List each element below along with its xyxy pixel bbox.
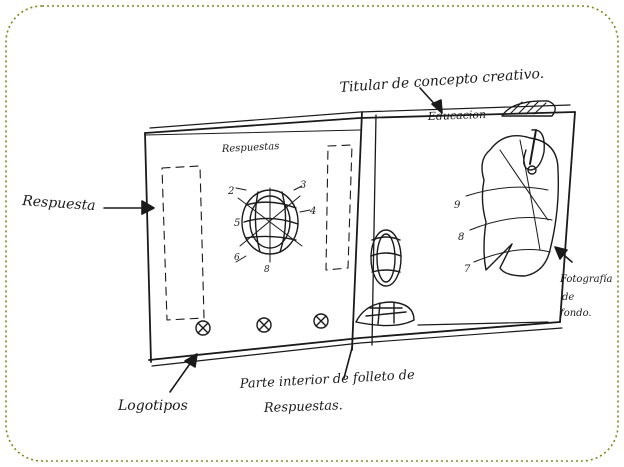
diagram-number: 5 — [234, 218, 240, 229]
answer-label: Respuesta — [21, 193, 96, 214]
small-globe — [370, 229, 402, 287]
logo-circle — [195, 320, 211, 336]
logo-circle — [313, 313, 329, 329]
diagram-number: 3 — [300, 180, 306, 191]
interior-label: Respuestas. — [263, 398, 343, 416]
answer-box-right — [325, 144, 353, 271]
diagram-number: 7 — [464, 264, 471, 275]
answer-box-left — [161, 165, 205, 321]
diagram-number: 8 — [264, 265, 270, 275]
bottom-line — [417, 321, 549, 326]
diagram-number: 6 — [234, 253, 240, 263]
logo-circle — [256, 317, 272, 333]
logos-label: Logotipos — [117, 398, 188, 414]
arrow-answer — [103, 200, 155, 215]
title-label: Titular de concepto creativo. — [339, 66, 544, 96]
interior-label: Parte interior de folleto de — [238, 368, 415, 392]
header-logo — [501, 100, 556, 117]
diagram-number: 9 — [454, 200, 461, 211]
background-photo — [465, 129, 559, 277]
bottom-shape — [355, 301, 415, 327]
diagram-number: 8 — [458, 232, 464, 243]
brochure-outline — [144, 104, 576, 367]
arrow-title — [419, 87, 443, 114]
answers-label: Respuestas — [221, 141, 280, 155]
education-label: Educacion — [427, 108, 487, 123]
arrow-logos — [169, 353, 198, 393]
diagram-number: 4 — [309, 206, 316, 217]
dotted-frame — [5, 5, 619, 462]
arrow-background — [554, 246, 573, 263]
background-label: Fotografía — [559, 274, 612, 285]
background-label: de — [562, 292, 574, 303]
background-label: fondo. — [559, 308, 592, 319]
arrow-interior — [343, 347, 353, 379]
diagram-number: 2 — [227, 186, 234, 197]
center-diagram — [235, 185, 311, 263]
